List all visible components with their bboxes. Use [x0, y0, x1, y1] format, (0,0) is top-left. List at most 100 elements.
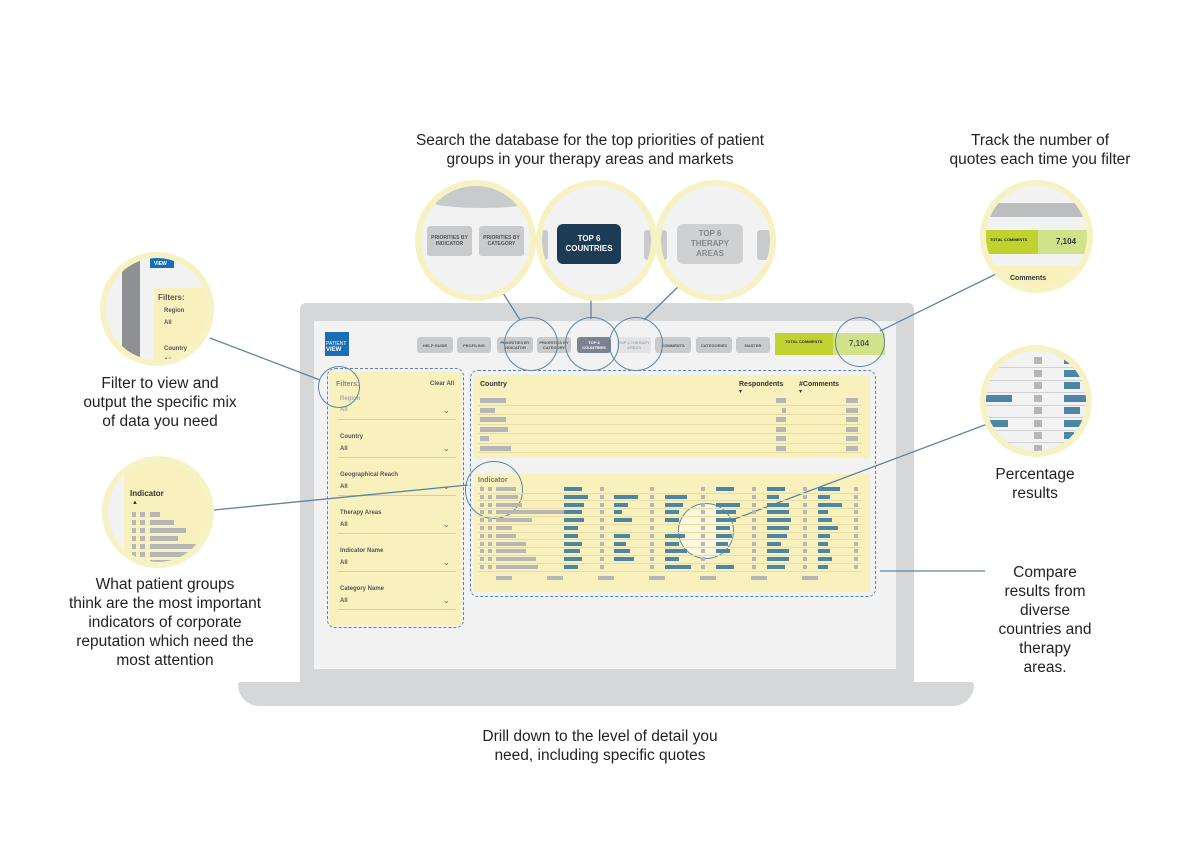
- zoom-btn-priorities-category[interactable]: PRIORITIES BY CATEGORY: [479, 226, 524, 256]
- row-divider: [478, 442, 862, 444]
- filter-region-value[interactable]: All: [340, 407, 348, 413]
- count-marker: [650, 541, 654, 546]
- zoom-total-label: TOTAL COMMENTS: [986, 230, 1038, 254]
- nav-categories[interactable]: CATEGORIES: [696, 337, 732, 353]
- count-marker: [803, 494, 807, 499]
- indicator-row-marker: [488, 565, 492, 569]
- zoom-indicator-title: Indicator: [130, 489, 164, 498]
- zoom-bezel: [986, 203, 1087, 217]
- count-marker: [650, 533, 654, 538]
- sort-arrow-icon[interactable]: ▾: [799, 389, 803, 395]
- ring-total: [835, 317, 885, 367]
- count-marker: [701, 565, 705, 569]
- filter-reach-value[interactable]: All: [340, 484, 348, 490]
- clear-all-button[interactable]: Clear All: [430, 381, 455, 387]
- callout-line: output the specific mix: [83, 394, 237, 411]
- zoom-nav-therapy: TOP 6 THERAPY AREAS: [655, 180, 776, 301]
- zoom-bezel: [122, 258, 140, 360]
- chevron-down-icon[interactable]: ⌄: [443, 520, 450, 529]
- indicator-row-marker: [480, 487, 484, 491]
- zoom-count-marker: [1034, 444, 1042, 451]
- sort-arrow-icon[interactable]: ▾: [739, 389, 743, 395]
- ring-nav-therapy: [609, 317, 663, 371]
- comments-bar: [846, 436, 858, 441]
- footer-bar: [751, 576, 767, 580]
- respondents-col-header[interactable]: Respondents: [739, 381, 784, 388]
- chevron-down-icon[interactable]: ⌄: [443, 558, 450, 567]
- country-col-header[interactable]: Country: [480, 381, 507, 388]
- percentage-bar: [564, 549, 580, 554]
- count-marker: [701, 526, 705, 530]
- percentage-bar: [665, 518, 679, 523]
- filter-country-label: Country: [340, 434, 363, 440]
- row-divider: [478, 452, 862, 453]
- row-divider: [478, 508, 862, 510]
- percentage-bar: [767, 487, 785, 491]
- chevron-down-icon[interactable]: ⌄: [443, 444, 450, 453]
- row-divider: [478, 570, 862, 572]
- percentage-bar: [614, 518, 632, 523]
- indicator-row-marker: [488, 518, 492, 523]
- comments-bar: [846, 407, 858, 413]
- nav-help-guide[interactable]: HELP GUIDE: [417, 337, 453, 353]
- respondents-bar: [776, 445, 786, 451]
- callout-line: reputation which need the: [76, 633, 254, 650]
- indicator-table-panel: [474, 474, 870, 592]
- count-marker: [701, 518, 705, 523]
- comments-col-header[interactable]: #Comments: [799, 381, 840, 388]
- zoom-indicator-bar: [150, 560, 180, 562]
- patient-view-logo[interactable]: PATIENT VIEW: [325, 332, 349, 356]
- callout-line: diverse: [1020, 602, 1070, 619]
- country-row-bar: [480, 436, 489, 441]
- filter-therapy-value[interactable]: All: [340, 522, 348, 528]
- indicator-row-marker: [488, 541, 492, 546]
- callout-line: Compare: [1013, 564, 1077, 581]
- chevron-down-icon[interactable]: ⌄: [443, 406, 450, 415]
- count-marker: [701, 487, 705, 491]
- row-divider: [478, 414, 862, 415]
- nav-comments[interactable]: COMMENTS: [655, 337, 691, 353]
- percentage-bar: [665, 565, 691, 569]
- respondents-bar: [776, 436, 786, 441]
- percentage-bar: [564, 487, 582, 491]
- nav-profiling[interactable]: PROFILING: [457, 337, 491, 353]
- callout-filter: Filter to view and output the specific m…: [55, 374, 265, 431]
- count-marker: [650, 565, 654, 569]
- count-marker: [752, 510, 756, 515]
- zoom-count-marker: [1034, 357, 1042, 364]
- filter-indicator-value[interactable]: All: [340, 560, 348, 566]
- country-row-bar: [480, 445, 511, 451]
- total-comments-label: TOTAL COMMENTS: [775, 333, 833, 355]
- callout-percentage: Percentage results: [960, 465, 1110, 503]
- percentage-bar: [818, 533, 830, 538]
- callout-track: Track the number of quotes each time you…: [930, 131, 1150, 169]
- filter-category-value[interactable]: All: [340, 598, 348, 604]
- zoom-btn-priorities-indicator[interactable]: PRIORITIES BY INDICATOR: [427, 226, 472, 256]
- zoom-btn-top6-therapy[interactable]: TOP 6 THERAPY AREAS: [677, 224, 743, 264]
- percentage-bar: [614, 533, 630, 538]
- footer-bar: [496, 576, 512, 580]
- chevron-down-icon[interactable]: ⌄: [443, 596, 450, 605]
- callout-line: indicators of corporate: [88, 614, 242, 631]
- indicator-label-bar: [496, 533, 516, 538]
- footer-bar: [649, 576, 665, 580]
- count-marker: [752, 533, 756, 538]
- row-divider: [478, 433, 862, 434]
- count-marker: [650, 510, 654, 515]
- count-marker: [752, 502, 756, 507]
- country-row-bar: [480, 407, 495, 413]
- count-marker: [600, 502, 604, 507]
- nav-master[interactable]: MASTER: [736, 337, 770, 353]
- divider: [338, 457, 456, 458]
- zoom-percentage-bar: [1064, 382, 1080, 389]
- zoom-percentage-bar: [1064, 394, 1086, 402]
- percentage-bar: [767, 549, 789, 554]
- footer-bar: [547, 576, 563, 580]
- zoom-indicator-bar: [150, 552, 190, 557]
- percentage-bar: [818, 518, 832, 523]
- zoom-btn-top6-countries[interactable]: TOP 6 COUNTRIES: [557, 224, 621, 264]
- indicator-row-marker: [480, 565, 484, 569]
- row-divider: [478, 562, 862, 564]
- count-marker: [854, 494, 858, 499]
- filter-country-value[interactable]: All: [340, 446, 348, 452]
